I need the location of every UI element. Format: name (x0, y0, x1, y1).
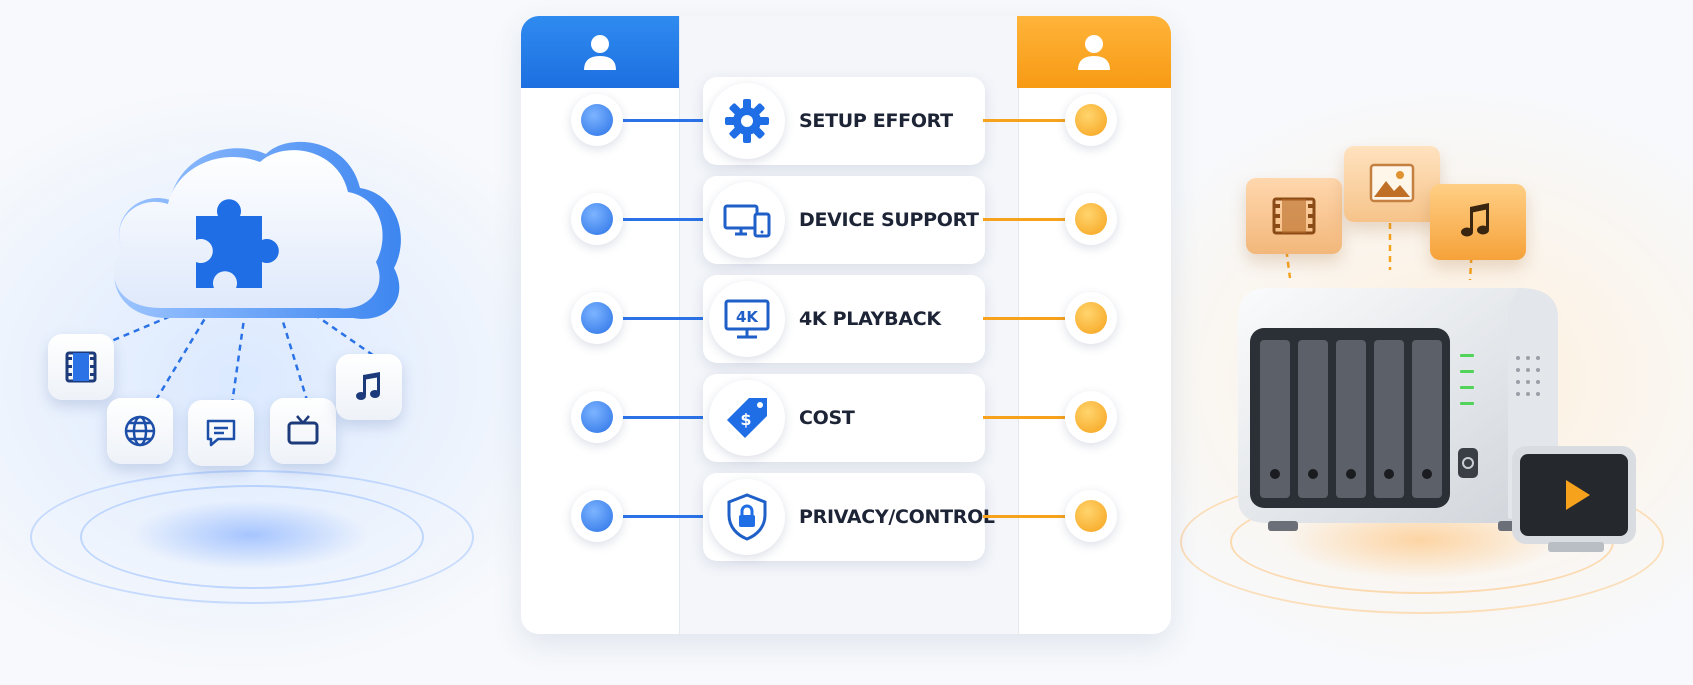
right-indicator (1065, 490, 1117, 542)
comparison-row: $ COST (521, 369, 1171, 465)
criterion-card: $ COST (703, 374, 985, 462)
monitor-4k-icon: 4K (709, 281, 785, 357)
film-folder-icon (1246, 178, 1342, 254)
left-indicator (571, 292, 623, 344)
cloud-puzzle-icon (113, 141, 401, 319)
comparison-table: SETUP EFFORT DEVICE SUPPORT 4K 4K PLAYBA… (521, 16, 1171, 634)
right-indicator (1065, 292, 1117, 344)
left-indicator (571, 490, 623, 542)
right-connector (983, 119, 1065, 122)
right-connector (983, 218, 1065, 221)
ripple (80, 485, 424, 589)
comparison-row: SETUP EFFORT (521, 72, 1171, 168)
gear-icon (709, 83, 785, 159)
criterion-label: 4K PLAYBACK (799, 308, 941, 330)
left-connector (623, 515, 705, 518)
criterion-card: PRIVACY/CONTROL (703, 473, 995, 561)
left-connector (623, 317, 705, 320)
right-connector (983, 515, 1065, 518)
user-icon (584, 35, 616, 70)
right-connector (983, 416, 1065, 419)
user-icon (1078, 35, 1110, 70)
right-indicator (1065, 391, 1117, 443)
chat-icon (188, 400, 254, 466)
ripple (30, 470, 474, 604)
criterion-card: DEVICE SUPPORT (703, 176, 985, 264)
left-indicator (571, 391, 623, 443)
right-column-header (1017, 16, 1171, 88)
left-connector (623, 416, 705, 419)
globe-icon (107, 398, 173, 464)
price-tag-icon: $ (709, 380, 785, 456)
ripple-glow (130, 500, 370, 570)
film-icon (48, 334, 114, 400)
4k-badge-text: 4K (736, 308, 759, 326)
comparison-row: DEVICE SUPPORT (521, 171, 1171, 267)
criterion-label: COST (799, 407, 855, 429)
comparison-row: 4K 4K PLAYBACK (521, 270, 1171, 366)
right-connector (983, 317, 1065, 320)
nas-server-icon (1238, 288, 1558, 531)
criterion-label: SETUP EFFORT (799, 110, 953, 132)
svg-text:$: $ (740, 410, 751, 429)
right-indicator (1065, 94, 1117, 146)
criterion-card: SETUP EFFORT (703, 77, 985, 165)
devices-icon (709, 182, 785, 258)
comparison-row: PRIVACY/CONTROL (521, 468, 1171, 564)
left-indicator (571, 94, 623, 146)
criterion-label: PRIVACY/CONTROL (799, 506, 995, 528)
shield-lock-icon (709, 479, 785, 555)
image-folder-icon (1344, 146, 1440, 222)
music-folder-icon (1430, 184, 1526, 260)
music-icon (336, 354, 402, 420)
left-column-header (521, 16, 679, 88)
left-connector (623, 218, 705, 221)
right-indicator (1065, 193, 1117, 245)
left-indicator (571, 193, 623, 245)
tv-icon (270, 398, 336, 464)
criterion-label: DEVICE SUPPORT (799, 209, 979, 231)
criterion-card: 4K 4K PLAYBACK (703, 275, 985, 363)
play-screen-icon (1512, 446, 1636, 552)
left-connector (623, 119, 705, 122)
